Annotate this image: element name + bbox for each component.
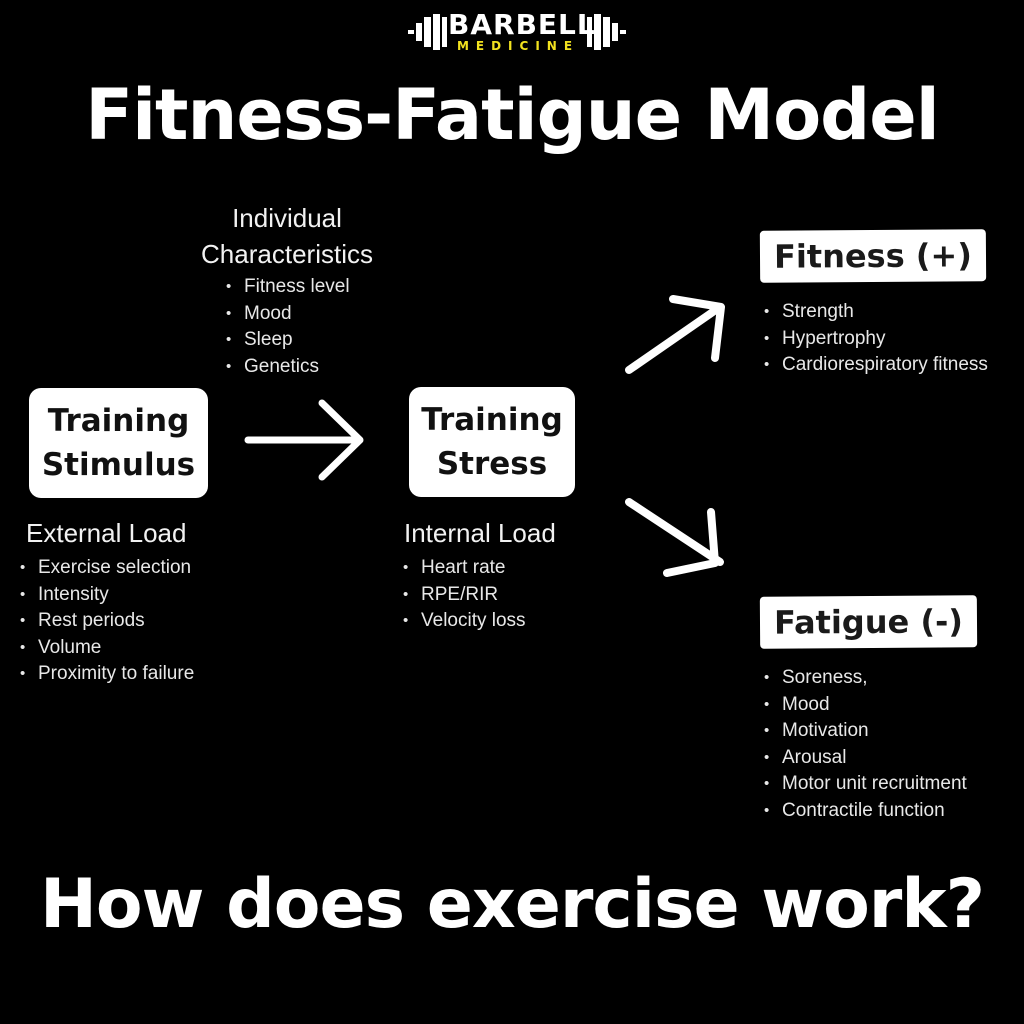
arrow-up-right-icon bbox=[625, 295, 725, 374]
list-item: Motivation bbox=[760, 718, 967, 745]
barbell-right-plates-icon bbox=[587, 14, 626, 50]
list-item: RPE/RIR bbox=[399, 582, 526, 609]
external-load-list: Exercise selection Intensity Rest period… bbox=[16, 555, 194, 688]
list-item: Mood bbox=[222, 301, 350, 328]
individual-characteristics-heading: Individual Characteristics bbox=[180, 200, 394, 272]
list-item: Sleep bbox=[222, 327, 350, 354]
arrow-right-icon bbox=[244, 399, 364, 481]
brand-name: BARBELL bbox=[448, 8, 596, 41]
fitness-label: Fitness (+) bbox=[759, 229, 987, 283]
fatigue-list: Soreness, Mood Motivation Arousal Motor … bbox=[760, 665, 967, 824]
list-item: Soreness, bbox=[760, 665, 967, 692]
individual-characteristics-list: Fitness level Mood Sleep Genetics bbox=[222, 274, 350, 380]
box-line: Training bbox=[47, 403, 190, 439]
list-item: Rest periods bbox=[16, 608, 194, 635]
arrow-down-right-icon bbox=[625, 498, 724, 577]
barbell-left-plates-icon bbox=[408, 14, 447, 50]
box-line: Stimulus bbox=[41, 447, 196, 483]
box-line: Stress bbox=[436, 446, 548, 482]
internal-load-list: Heart rate RPE/RIR Velocity loss bbox=[399, 555, 526, 635]
training-stress-box: Training Stress bbox=[409, 387, 575, 497]
barbell-medicine-logo: BARBELL MEDICINE bbox=[408, 10, 626, 54]
training-stimulus-box: Training Stimulus bbox=[29, 388, 208, 498]
list-item: Hypertrophy bbox=[760, 326, 988, 353]
list-item: Genetics bbox=[222, 354, 350, 381]
list-item: Volume bbox=[16, 635, 194, 662]
list-item: Proximity to failure bbox=[16, 661, 194, 688]
footer-question: How does exercise work? bbox=[39, 865, 985, 944]
box-line: Training bbox=[421, 402, 563, 438]
brand-subtitle: MEDICINE bbox=[456, 39, 580, 53]
list-item: Fitness level bbox=[222, 274, 350, 301]
list-item: Contractile function bbox=[760, 798, 967, 825]
list-item: Cardiorespiratory fitness bbox=[760, 352, 988, 379]
list-item: Intensity bbox=[16, 582, 194, 609]
heading-line: Individual bbox=[232, 203, 342, 233]
list-item: Exercise selection bbox=[16, 555, 194, 582]
list-item: Motor unit recruitment bbox=[760, 771, 967, 798]
heading-line: Characteristics bbox=[201, 239, 373, 269]
list-item: Heart rate bbox=[399, 555, 526, 582]
external-load-heading: External Load bbox=[26, 518, 187, 548]
fatigue-label: Fatigue (-) bbox=[759, 595, 978, 649]
list-item: Arousal bbox=[760, 745, 967, 772]
list-item: Strength bbox=[760, 299, 988, 326]
list-item: Mood bbox=[760, 692, 967, 719]
list-item: Velocity loss bbox=[399, 608, 526, 635]
internal-load-heading: Internal Load bbox=[404, 518, 556, 548]
fitness-list: Strength Hypertrophy Cardiorespiratory f… bbox=[760, 299, 988, 379]
page-title: Fitness-Fatigue Model bbox=[85, 74, 940, 156]
